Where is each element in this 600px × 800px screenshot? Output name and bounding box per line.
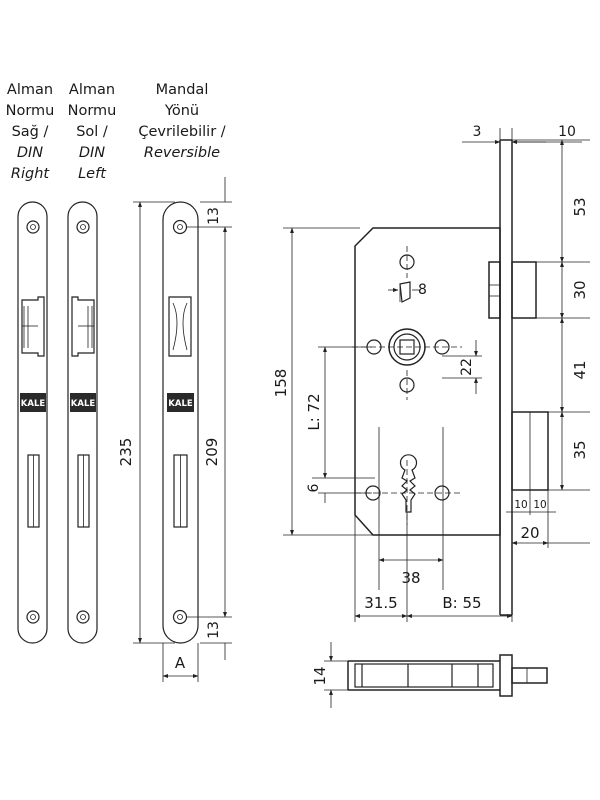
dim-end-top: 13 [206, 207, 222, 225]
dim-latch-to-bolt: 41 [571, 360, 589, 379]
dim-follower-spacing: 22 [459, 358, 475, 376]
dim-case-height: 158 [272, 369, 290, 398]
caption-line: DIN [78, 145, 106, 161]
caption-line: Çevrilebilir / [138, 124, 226, 140]
faceplate-din-left: KALE [67, 201, 98, 644]
dim-key-offset: 6 [306, 483, 322, 492]
faceplate-din-right: KALE [17, 201, 48, 644]
dim-backset: B: 55 [442, 594, 481, 612]
brand-badge [167, 393, 194, 412]
caption-line: Normu [5, 103, 55, 119]
brand-label: KALE [21, 399, 46, 409]
caption-line: DIN [16, 145, 44, 161]
dim-key-spacing: 38 [401, 569, 420, 587]
dim-latch-height: 30 [571, 280, 589, 299]
lock-section-view: 14 [311, 642, 548, 708]
dim-width-a: A [175, 654, 186, 672]
dim-bolt-half-b: 10 [533, 499, 546, 511]
dim-distance-l: L: 72 [305, 393, 323, 430]
dim-bolt-throw: 20 [520, 524, 539, 542]
caption-reversible: Mandal Yönü Çevrilebilir / Reversible [124, 80, 240, 164]
brand-badge [20, 393, 46, 412]
dim-faceplate-length: 235 [117, 438, 135, 467]
body-dimensions: 158 L: 72 6 8 22 38 31.5 B: 55 [272, 124, 590, 622]
lock-body [352, 139, 549, 616]
caption-line: Mandal [155, 82, 209, 98]
caption-line: Normu [67, 103, 117, 119]
dim-bolt-half-a: 10 [514, 499, 527, 511]
brand-badge [70, 393, 96, 412]
dim-hole-spacing: 209 [203, 438, 221, 467]
dim-end-bottom: 13 [206, 621, 222, 639]
brand-label: KALE [71, 399, 96, 409]
brand-label: KALE [168, 399, 193, 409]
caption-line: Sol / [76, 124, 108, 140]
caption-din-left: Alman Normu Sol / DIN Left [62, 80, 122, 185]
dim-bolt-height: 35 [571, 440, 589, 459]
dim-plate-thickness: 3 [473, 124, 482, 140]
dim-follower-square: 8 [418, 282, 427, 298]
faceplate-reversible: KALE [162, 201, 199, 644]
caption-line: Yönü [164, 103, 200, 119]
caption-din-right: Alman Normu Sağ / DIN Right [0, 80, 60, 185]
dim-case-back: 31.5 [364, 594, 397, 612]
dim-case-depth: 14 [311, 666, 329, 685]
caption-line: Sağ / [11, 124, 49, 140]
caption-line: Reversible [143, 145, 221, 161]
caption-line: Right [10, 166, 50, 182]
faceplate-dimensions: 235 209 13 13 A [117, 177, 232, 682]
dim-faceplate-offset: 10 [558, 124, 576, 140]
caption-line: Alman [68, 82, 116, 98]
dim-top-to-latch: 53 [571, 197, 589, 216]
caption-line: Left [78, 166, 106, 182]
caption-line: Alman [6, 82, 54, 98]
